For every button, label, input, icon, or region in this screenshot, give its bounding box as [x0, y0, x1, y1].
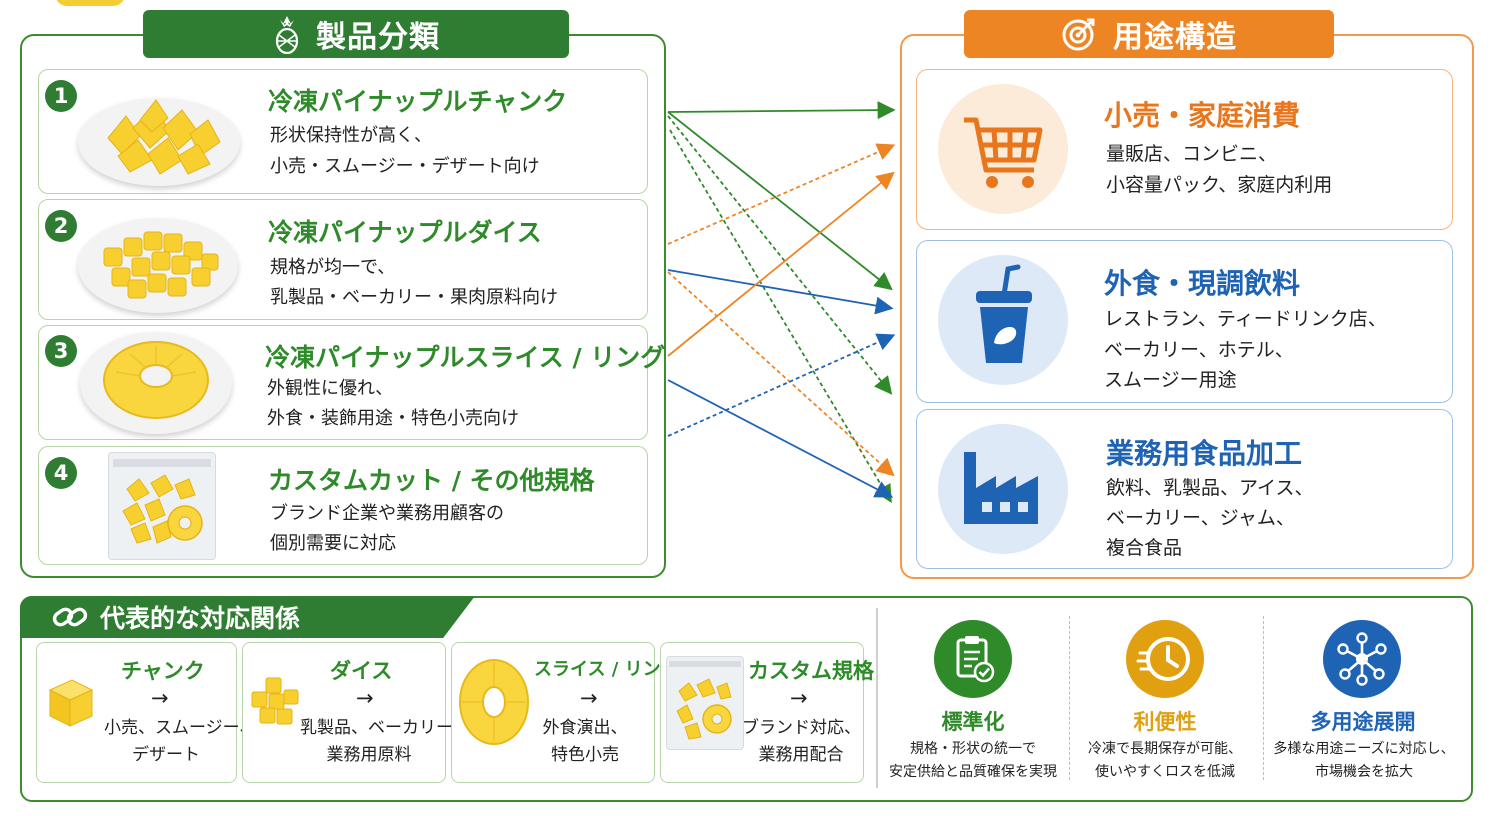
custom-bag-small-image	[666, 656, 744, 750]
product-desc-line2: 乳製品・ベーカリー・果肉原料向け	[270, 287, 558, 308]
connector-line	[669, 129, 892, 504]
connector-line	[667, 269, 894, 315]
custom-bag-image	[108, 452, 216, 560]
mapping-arrow: →	[356, 686, 374, 710]
feature-divider	[1263, 616, 1264, 780]
usage-desc-line: 量販店、コンビニ、	[1106, 143, 1278, 165]
usage-desc-line: スムージー用途	[1104, 369, 1237, 391]
product-number-badge: 3	[45, 335, 77, 367]
usage-desc-line: レストラン、ティードリンク店、	[1104, 308, 1387, 330]
usage-icon-circle	[938, 84, 1068, 214]
product-panel-header: 製品分類	[143, 10, 569, 58]
product-desc-line1: ブランド企業や業務用顧客の	[270, 503, 504, 524]
product-title: カスタムカット / その他規格	[268, 466, 595, 495]
mapping-desc-line1: 外食演出、	[542, 718, 628, 738]
product-title: 冷凍パイナップルダイス	[268, 218, 542, 247]
connector-line	[667, 171, 895, 357]
dice-cubes-image	[246, 676, 302, 728]
usage-desc-line: 小容量パック、家庭内利用	[1106, 174, 1333, 196]
feature-title: 多用途展開	[1310, 710, 1416, 734]
mapping-arrow: →	[790, 686, 808, 710]
usage-icon-circle	[938, 255, 1068, 385]
usage-icon-circle	[938, 424, 1068, 554]
product-title: 冷凍パイナップルスライス / リング	[265, 343, 666, 372]
feature-title: 利便性	[1133, 710, 1197, 734]
mapping-panel-title: 代表的な対応関係	[100, 604, 301, 633]
usage-title: 外食・現調飲料	[1104, 267, 1301, 300]
usage-desc-line: 飲料、乳製品、アイス、	[1106, 477, 1314, 499]
usage-desc-line: 複合食品	[1106, 537, 1183, 559]
product-desc-line1: 外観性に優れ、	[267, 378, 394, 399]
dice-bowl-image	[78, 218, 238, 313]
mapping-arrow: →	[151, 686, 169, 710]
product-desc-line2: 個別需要に対応	[270, 533, 396, 554]
connector-line	[667, 379, 894, 498]
feature-title: 標準化	[941, 710, 1005, 734]
mapping-desc-line1: 乳製品、ベーカリー、	[300, 718, 470, 738]
mapping-desc-line2: 業務用原料	[326, 745, 412, 765]
usage-title: 業務用食品加工	[1106, 437, 1303, 470]
feature-desc-line1: 多様な用途ニーズに対応し、	[1273, 741, 1455, 757]
usage-panel-title: 用途構造	[1113, 20, 1237, 55]
slice-ring-plate-image	[80, 332, 232, 434]
product-title: 冷凍パイナップルチャンク	[268, 87, 568, 116]
connector-line	[667, 101, 896, 120]
mapping-desc-line2: 業務用配合	[758, 745, 844, 765]
drink-cup-icon	[976, 264, 1032, 363]
mapping-panel-header: 代表的な対応関係	[20, 596, 475, 638]
mapping-title: チャンク	[121, 659, 205, 683]
product-number-badge: 2	[45, 210, 77, 242]
top-pineapple-fragment	[55, 0, 125, 6]
product-desc-line1: 規格が均一で、	[270, 257, 396, 278]
mapping-card-dice	[242, 642, 446, 783]
chunk-bowl-image	[78, 98, 240, 186]
chunk-cube-image	[42, 672, 98, 732]
usage-desc-line: ベーカリー、ジャム、	[1106, 507, 1295, 529]
factory-icon	[964, 452, 1038, 524]
mapping-arrow: →	[580, 686, 598, 710]
clipboard-check-icon	[956, 636, 995, 683]
product-number-badge: 1	[45, 80, 77, 112]
connector-line	[667, 333, 896, 437]
mapping-title: スライス / リング	[534, 659, 679, 680]
bottom-section-divider	[876, 608, 878, 788]
product-desc-line2: 外食・装飾用途・特色小売向け	[267, 408, 519, 429]
connector-line	[667, 115, 893, 395]
mapping-title: カスタム規格	[748, 659, 874, 683]
connector-line	[667, 111, 893, 291]
feature-desc-line1: 規格・形状の統一で	[910, 741, 1036, 757]
feature-icon-circle	[934, 620, 1012, 698]
usage-desc-line: ベーカリー、ホテル、	[1104, 339, 1294, 361]
mapping-desc-line1: ブランド対応、	[742, 718, 861, 738]
network-icon	[1337, 632, 1387, 686]
feature-desc-line2: 市場機会を拡大	[1315, 764, 1413, 780]
usage-title: 小売・家庭消費	[1104, 99, 1301, 132]
mapping-desc-line2: デザート	[132, 745, 200, 765]
pineapple-icon	[275, 16, 299, 54]
connector-line	[667, 143, 896, 245]
feature-divider	[1069, 616, 1070, 780]
feature-desc-line2: 安定供給と品質確保を実現	[889, 764, 1057, 780]
usage-panel-header: 用途構造	[964, 10, 1334, 58]
target-icon	[1062, 18, 1095, 51]
mapping-desc-line2: 特色小売	[551, 745, 619, 765]
mapping-title: ダイス	[330, 659, 393, 683]
shopping-cart-icon	[964, 117, 1043, 188]
feature-icon-circle	[1126, 620, 1204, 698]
product-panel-title: 製品分類	[316, 20, 440, 55]
product-desc-line2: 小売・スムージー・デザート向け	[270, 156, 540, 177]
link-icon	[52, 607, 88, 627]
connector-line	[667, 271, 895, 477]
feature-desc-line2: 使いやすくロスを低減	[1095, 764, 1235, 780]
feature-desc-line1: 冷凍で長期保存が可能、	[1088, 741, 1242, 757]
feature-icon-circle	[1323, 620, 1401, 698]
clock-icon	[1136, 637, 1190, 681]
ring-slice-image	[456, 654, 532, 750]
product-desc-line1: 形状保持性が高く、	[270, 125, 432, 146]
mapping-desc-line1: 小売、スムージー、	[104, 718, 257, 738]
product-number-badge: 4	[45, 457, 77, 489]
